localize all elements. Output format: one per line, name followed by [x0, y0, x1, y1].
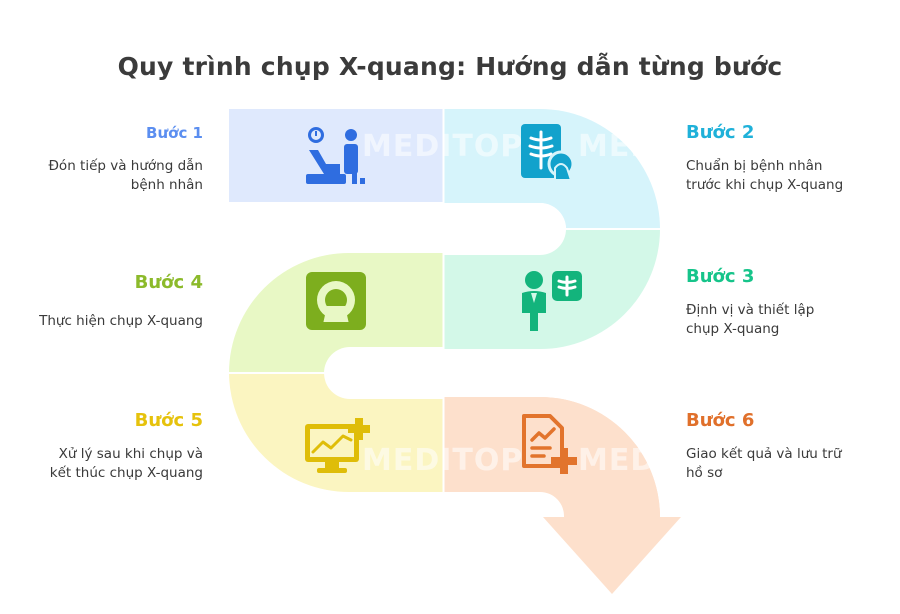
step5-description: Xử lý sau khi chụp và kết thúc chụp X-qu…	[0, 445, 203, 483]
step6-desc-line2: hồ sơ	[686, 465, 723, 481]
diagram-title: Quy trình chụp X-quang: Hướng dẫn từng b…	[117, 52, 783, 81]
watermark: MEDITOP	[578, 443, 739, 478]
step5-label: Bước 5	[134, 410, 203, 431]
step2-description: Chuẩn bị bệnh nhân trước khi chụp X-quan…	[686, 157, 896, 195]
step4-desc-line1: Thực hiện chụp X-quang	[39, 313, 203, 329]
step3-desc-line2: chụp X-quang	[686, 321, 780, 337]
document-add-icon	[522, 414, 577, 474]
step2-label: Bước 2	[686, 122, 755, 143]
step3-desc-line1: Định vị và thiết lập	[686, 302, 815, 318]
step3-label: Bước 3	[686, 266, 755, 287]
step5-desc-line2: kết thúc chụp X-quang	[49, 465, 203, 481]
watermark: MEDITOP	[362, 129, 523, 164]
step1-desc-line2: bệnh nhân	[130, 177, 203, 193]
step1-label: Bước 1	[146, 124, 203, 142]
watermark: MEDITOP	[362, 443, 523, 478]
step4-description: Thực hiện chụp X-quang	[0, 312, 203, 331]
step1-segment	[229, 109, 443, 203]
xray-machine-icon	[306, 272, 366, 330]
step2-desc-line2: trước khi chụp X-quang	[686, 177, 844, 193]
step6-label: Bước 6	[686, 410, 755, 431]
doctor-xray-viewer-icon	[522, 271, 582, 331]
step6-desc-line1: Giao kết quả và lưu trữ	[686, 446, 842, 462]
xray-scan-hand-icon	[521, 124, 575, 181]
watermark: MEDITOP	[578, 129, 739, 164]
doctor-patient-consultation-icon	[306, 127, 365, 184]
step1-description: Đón tiếp và hướng dẫn bệnh nhân	[0, 157, 203, 195]
step3-description: Định vị và thiết lập chụp X-quang	[686, 301, 896, 339]
arrow-head	[543, 517, 681, 594]
step1-desc-line1: Đón tiếp và hướng dẫn	[48, 158, 203, 174]
step5-desc-line1: Xử lý sau khi chụp và	[58, 446, 203, 462]
monitor-chart-add-icon	[305, 418, 370, 473]
step6-description: Giao kết quả và lưu trữ hồ sơ	[686, 445, 896, 483]
step4-label: Bước 4	[134, 272, 203, 293]
step2-desc-line1: Chuẩn bị bệnh nhân	[686, 158, 823, 174]
